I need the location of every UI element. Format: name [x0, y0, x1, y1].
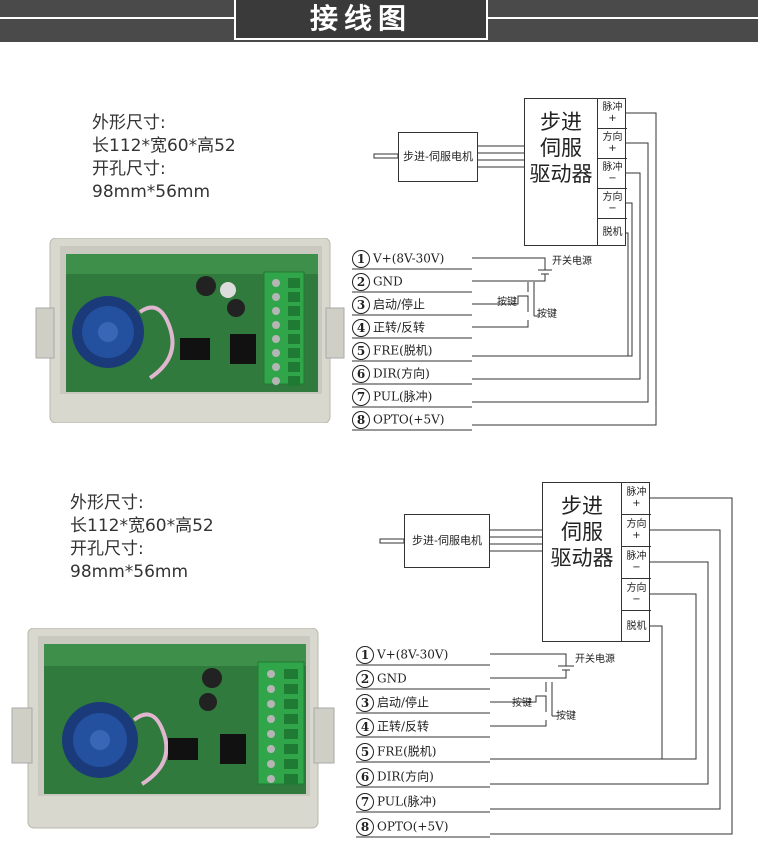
terminal-label: 正转/反转 [377, 719, 430, 734]
terminal-number: 4 [352, 318, 370, 337]
motor-label: 步进-伺服电机 [403, 150, 473, 163]
terminal-number: 5 [352, 341, 370, 360]
terminal-number: 1 [352, 249, 370, 268]
terminal-number: 8 [356, 817, 374, 836]
driver-port-dir-minus: 方向 − [597, 189, 627, 219]
terminal-label: GND [373, 274, 403, 289]
wiring-lines [352, 112, 657, 431]
terminal-number: 3 [356, 693, 374, 712]
driver-port-pulse-minus: 脉冲 − [621, 547, 651, 579]
terminal-number: 6 [356, 767, 374, 786]
key-label-2: 按键 [556, 711, 576, 722]
key-label-1: 按键 [512, 698, 532, 709]
driver-port-pulse-plus: 脉冲 + [621, 483, 651, 515]
spec-line-2: 长112*宽60*高52 [70, 516, 214, 536]
driver-port-offline: 脱机 [597, 219, 627, 246]
driver-port-dir-minus: 方向 − [621, 579, 651, 611]
terminal-label: FRE(脱机) [373, 343, 433, 358]
wiring-panel-2: 外形尺寸: 长112*宽60*高52 开孔尺寸: 98mm*56mm 步进-伺服 [0, 458, 758, 838]
terminal-number: 6 [352, 364, 370, 383]
key-label-2: 按键 [537, 309, 557, 320]
terminal-label: GND [377, 671, 407, 686]
driver-title: 步进 伺服 驱动器 [529, 110, 593, 186]
key-label-1: 按键 [497, 297, 517, 308]
terminal-label: DIR(方向) [373, 366, 430, 381]
terminal-label: OPTO(+5V) [377, 819, 449, 834]
dimension-spec: 外形尺寸: 长112*宽60*高52 开孔尺寸: 98mm*56mm [92, 112, 236, 204]
terminal-label: DIR(方向) [377, 769, 434, 784]
power-switch-label: 开关电源 [575, 654, 615, 665]
terminal-number: 7 [352, 387, 370, 406]
spec-line-4: 98mm*56mm [92, 182, 211, 202]
terminal-label: 正转/反转 [373, 320, 426, 335]
terminal-label: 启动/停止 [377, 695, 430, 710]
wiring-panel-1: 外形尺寸: 长112*宽60*高52 开孔尺寸: 98mm*56mm [0, 60, 758, 440]
motor-label: 步进-伺服电机 [412, 534, 482, 547]
stepper-servo-motor-box: 步进-伺服电机 [404, 514, 490, 568]
driver-port-pulse-plus: 脉冲 + [597, 99, 627, 129]
terminal-number: 3 [352, 295, 370, 314]
page-title: 接线图 [234, 0, 488, 40]
terminal-number: 8 [352, 410, 370, 429]
driver-port-offline: 脱机 [621, 611, 651, 642]
banner-line-left [0, 17, 234, 19]
terminal-label: V+(8V-30V) [373, 251, 445, 266]
controller-photo [11, 628, 335, 829]
spec-line-3: 开孔尺寸: [70, 539, 144, 559]
spec-line-2: 长112*宽60*高52 [92, 136, 236, 156]
driver-port-pulse-minus: 脉冲 − [597, 159, 627, 189]
terminal-number: 2 [352, 272, 370, 291]
dimension-spec: 外形尺寸: 长112*宽60*高52 开孔尺寸: 98mm*56mm [70, 492, 214, 584]
banner-line-right [488, 17, 758, 19]
terminal-label: FRE(脱机) [377, 744, 437, 759]
terminal-number: 4 [356, 717, 374, 736]
driver-title: 步进 伺服 驱动器 [550, 494, 614, 570]
terminal-number: 5 [356, 742, 374, 761]
spec-line-1: 外形尺寸: [70, 493, 144, 513]
driver-port-dir-plus: 方向 + [597, 129, 627, 159]
header-banner: 接线图 [0, 0, 758, 44]
spec-line-4: 98mm*56mm [70, 562, 189, 582]
stepper-servo-motor-box: 步进-伺服电机 [398, 132, 478, 182]
terminal-label: PUL(脉冲) [373, 389, 433, 404]
spec-line-3: 开孔尺寸: [92, 159, 166, 179]
driver-block: 步进 伺服 驱动器 脉冲 + 方向 + 脉冲 − 方向 − 脱机 [542, 482, 651, 642]
controller-photo [35, 238, 345, 423]
terminal-number: 7 [356, 792, 374, 811]
driver-block: 步进 伺服 驱动器 脉冲 + 方向 + 脉冲 − 方向 − 脱机 [524, 98, 627, 246]
terminal-label: PUL(脉冲) [377, 794, 437, 809]
driver-port-dir-plus: 方向 + [621, 515, 651, 547]
terminal-label: 启动/停止 [373, 297, 426, 312]
power-switch-label: 开关电源 [552, 256, 592, 267]
terminal-number: 1 [356, 645, 374, 664]
terminal-label: OPTO(+5V) [373, 412, 445, 427]
spec-line-1: 外形尺寸: [92, 113, 166, 133]
terminal-label: V+(8V-30V) [377, 647, 449, 662]
terminal-number: 2 [356, 669, 374, 688]
wiring-lines [356, 497, 733, 838]
